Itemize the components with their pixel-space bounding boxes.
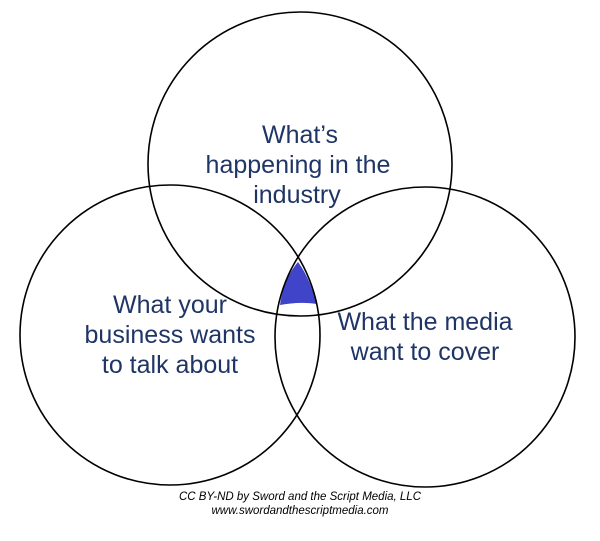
label-industry-line-3: industry bbox=[253, 181, 341, 209]
circle-industry bbox=[147, 11, 453, 317]
label-industry: What’s happening in the industry bbox=[206, 121, 391, 209]
three-way-intersection bbox=[280, 262, 317, 305]
label-business-line-2: business wants bbox=[85, 321, 256, 349]
credit-line-2: www.swordandthescriptmedia.com bbox=[211, 505, 388, 517]
label-industry-line-1: What’s bbox=[262, 121, 338, 149]
credit-line-1: CC BY-ND by Sword and the Script Media, … bbox=[179, 491, 422, 503]
credit: CC BY-ND by Sword and the Script Media, … bbox=[179, 491, 422, 517]
label-business: What your business wants to talk about bbox=[85, 291, 256, 379]
label-business-line-1: What your bbox=[113, 291, 227, 319]
circle-business bbox=[19, 184, 321, 486]
circle-media bbox=[274, 186, 576, 488]
label-media-line-1: What the media bbox=[337, 308, 512, 336]
label-media: What the media want to cover bbox=[337, 308, 512, 366]
label-business-line-3: to talk about bbox=[102, 351, 238, 379]
label-media-line-2: want to cover bbox=[350, 338, 500, 366]
label-industry-line-2: happening in the bbox=[206, 151, 391, 179]
